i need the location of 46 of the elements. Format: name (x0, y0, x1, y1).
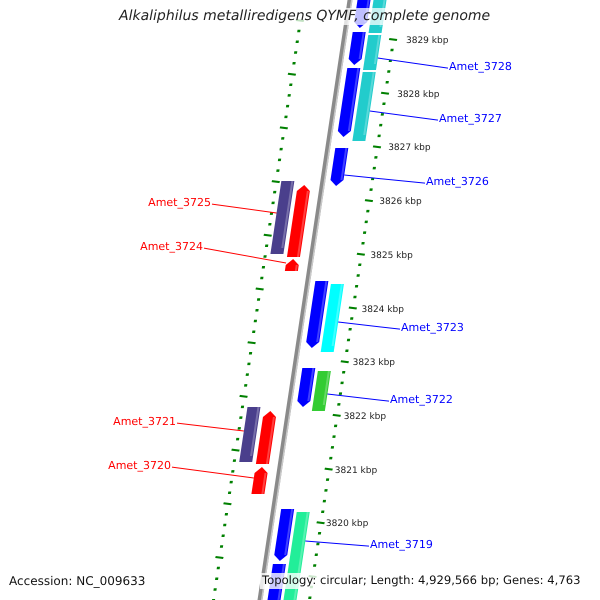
gene-bar (320, 284, 344, 352)
scale-label: 3827 kbp (388, 143, 431, 154)
leader-line (338, 322, 400, 330)
gene-bar (363, 35, 382, 70)
gene-label: Amet_3720 (108, 459, 171, 472)
scale-label: 3825 kbp (370, 250, 413, 262)
scale-label: 3826 kbp (379, 197, 422, 208)
gene-label: Amet_3727 (439, 112, 502, 126)
gene-pentagon (330, 148, 348, 186)
accession-text: Accession: NC_009633 (9, 574, 146, 588)
leader-line (172, 466, 254, 478)
leader-line (304, 540, 370, 547)
scale-label: 3828 kbp (397, 90, 440, 100)
leader-line (212, 204, 278, 214)
gene-bar (239, 407, 260, 462)
scale-label: 3821 kbp (334, 466, 378, 476)
gene-label: Amet_3719 (370, 538, 433, 552)
leader-line (369, 110, 438, 121)
gene-label: Amet_3721 (113, 415, 176, 428)
scale-label: 3823 kbp (352, 358, 395, 369)
scale-label: 3824 kbp (362, 304, 404, 316)
leader-line (176, 422, 244, 432)
gene-bar (312, 371, 331, 411)
gene-pentagon (251, 467, 268, 494)
gene-pentagon (338, 68, 360, 137)
gene-label: Amet_3728 (449, 60, 512, 74)
gene-label: Amet_3722 (390, 393, 453, 406)
scale-label: 3829 kbp (406, 36, 448, 47)
gene-label: Amet_3725 (148, 196, 211, 210)
gene-label: Amet_3723 (401, 321, 464, 334)
leader-line (344, 174, 426, 184)
gene-pentagon (286, 185, 310, 257)
gene-bar (352, 72, 376, 141)
gene-bar (270, 181, 294, 254)
gene-pentagon (284, 259, 299, 271)
leader-line (326, 394, 390, 402)
gene-pentagon (348, 32, 366, 65)
gene-pentagon (297, 368, 316, 407)
scale-label: 3820 kbp (326, 519, 368, 530)
leader-line (204, 248, 287, 264)
gene-label: Amet_3726 (426, 175, 489, 188)
gene-label: Amet_3724 (140, 240, 203, 254)
scale-label: 3822 kbp (344, 412, 386, 423)
gene-pentagon (306, 281, 328, 348)
gene-pentagon (256, 411, 276, 464)
gene-pentagon (274, 509, 294, 561)
